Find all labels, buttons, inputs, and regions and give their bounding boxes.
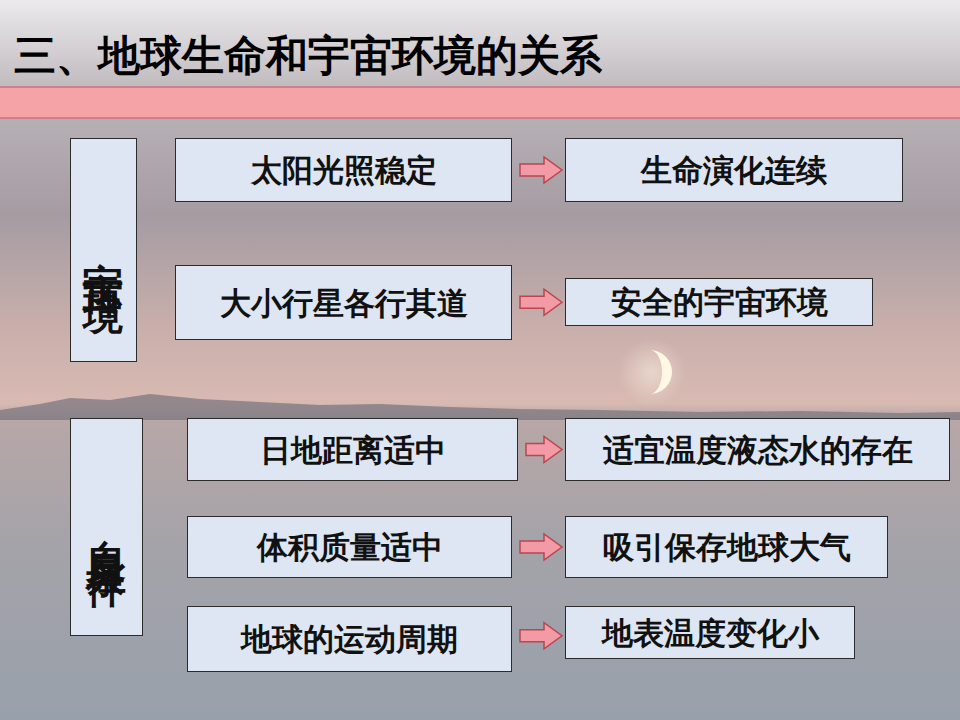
effect-box: 地表温度变化小 [565, 606, 855, 659]
box-text: 大小行星各行其道 [220, 284, 468, 322]
group-label-box: 宇宙环境 [70, 138, 137, 362]
block-arrow [520, 623, 562, 649]
box-text: 安全的宇宙环境 [611, 283, 828, 321]
title-bar [0, 87, 960, 118]
box-text: 适宜温度液态水的存在 [603, 431, 913, 469]
slide-title: 三、地球生命和宇宙环境的关系 [14, 28, 954, 84]
box-text: 地球的运动周期 [241, 620, 458, 658]
box-text: 自身条件 [84, 507, 130, 547]
effect-box: 生命演化连续 [565, 138, 903, 202]
box-text: 生命演化连续 [641, 151, 827, 189]
box-text: 地表温度变化小 [602, 614, 819, 652]
block-arrow [520, 157, 562, 183]
block-arrow [520, 289, 562, 315]
block-arrow [520, 534, 562, 560]
effect-box: 吸引保存地球大气 [565, 516, 888, 578]
box-text: 太阳光照稳定 [251, 151, 437, 189]
block-arrow [526, 437, 562, 463]
treeline [0, 394, 960, 420]
effect-box: 适宜温度液态水的存在 [565, 418, 950, 481]
cause-box: 太阳光照稳定 [175, 138, 512, 202]
box-text: 体积质量适中 [257, 528, 443, 566]
group-label-box: 自身条件 [70, 418, 143, 636]
box-text: 日地距离适中 [260, 431, 446, 469]
box-text: 宇宙环境 [81, 230, 127, 270]
box-text: 吸引保存地球大气 [603, 528, 851, 566]
cause-box: 体积质量适中 [187, 516, 512, 578]
crescent-moon [650, 350, 672, 394]
moon-glow [618, 338, 686, 406]
effect-box: 安全的宇宙环境 [565, 278, 873, 326]
cause-box: 大小行星各行其道 [175, 265, 512, 340]
cause-box: 日地距离适中 [187, 418, 518, 481]
cause-box: 地球的运动周期 [187, 606, 512, 672]
